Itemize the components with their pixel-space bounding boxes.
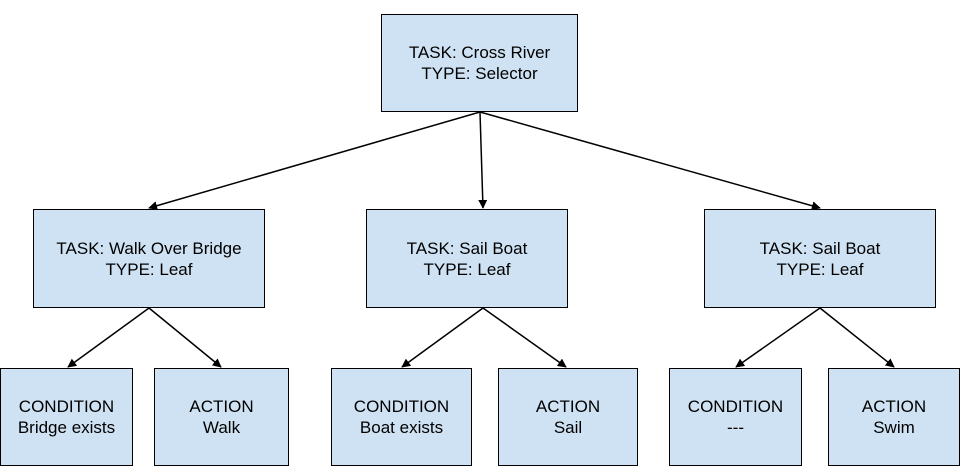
root-type-label: TYPE: Selector [421,64,538,83]
task-node-walk-over-bridge: TASK: Walk Over Bridge TYPE: Leaf [33,209,265,308]
leaf-kind-label: ACTION [861,397,927,416]
edge-root-to-sail-2 [479,111,821,211]
edge-sail-1-to-condition [401,307,484,368]
leaf-kind-label: ACTION [535,397,601,416]
action-node-swim: ACTION Swim [828,368,960,466]
task-label: TASK: Sail Boat [406,238,528,258]
root-task-label: TASK: Cross River [408,43,551,62]
leaf-value-label: Swim [873,418,915,437]
edge-root-to-sail-1 [478,111,488,209]
edge-sail-1-to-action [482,307,567,368]
edge-walk-to-condition [67,307,150,368]
condition-node-bridge-exists: CONDITION Bridge exists [0,368,133,466]
leaf-kind-label: CONDITION [18,397,115,416]
leaf-value-label: Bridge exists [17,418,116,437]
action-node-sail: ACTION Sail [498,368,638,466]
condition-node-boat-exists: CONDITION Boat exists [331,368,472,466]
leaf-value-label: Walk [202,418,241,437]
condition-node-none: CONDITION --- [669,368,802,466]
type-label: TYPE: Leaf [776,259,864,279]
leaf-value-label: Boat exists [359,418,444,437]
edge-root-to-walk [148,111,481,211]
edge-walk-to-action [148,307,222,368]
task-label: TASK: Walk Over Bridge [56,238,242,258]
action-node-walk: ACTION Walk [154,368,289,466]
leaf-kind-label: ACTION [189,397,254,416]
task-node-sail-boat-2: TASK: Sail Boat TYPE: Leaf [704,209,936,308]
type-label: TYPE: Leaf [423,259,511,279]
leaf-value-label: Sail [553,418,583,437]
edge-sail-2-to-condition [735,307,821,368]
root-task-node: TASK: Cross River TYPE: Selector [381,14,578,112]
task-label: TASK: Sail Boat [759,238,881,258]
leaf-kind-label: CONDITION [687,397,784,416]
leaf-value-label: --- [727,418,744,437]
edge-sail-2-to-action [819,307,895,368]
task-node-sail-boat-1: TASK: Sail Boat TYPE: Leaf [366,209,568,308]
leaf-kind-label: CONDITION [353,397,450,416]
type-label: TYPE: Leaf [105,259,193,279]
